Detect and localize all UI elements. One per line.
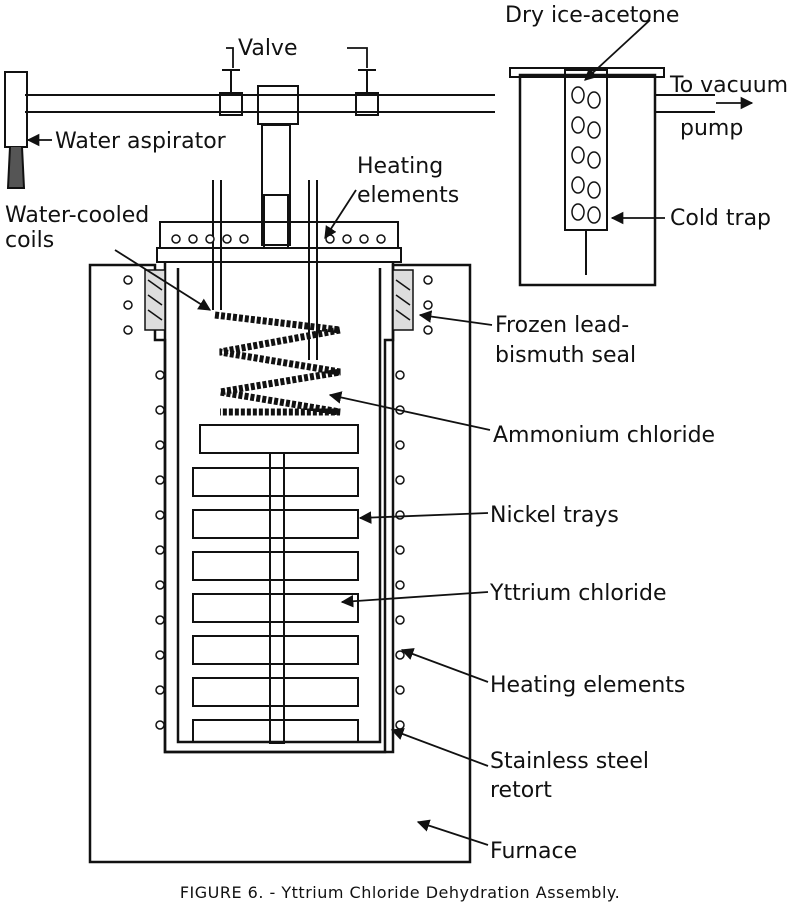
label-water-aspirator: Water aspirator [55, 129, 227, 154]
label-water-cooled-1: Water-cooled [5, 203, 149, 228]
heating-elements [123, 234, 433, 730]
nickel-trays [192, 467, 359, 743]
label-cold-trap: Cold trap [670, 206, 771, 231]
label-ammonium-chloride: Ammonium chloride [493, 423, 715, 448]
cold-trap [518, 73, 657, 287]
center-pipe-collar [263, 194, 289, 249]
header-junction [257, 85, 299, 125]
figure-caption: FIGURE 6. - Yttrium Chloride Dehydration… [180, 883, 620, 902]
label-stainless-1: Stainless steel [490, 749, 649, 774]
label-heating-top-2: elements [357, 183, 459, 208]
retort-lid [156, 247, 402, 263]
water-cooled-coils [214, 311, 341, 416]
label-heating-side: Heating elements [490, 673, 685, 698]
dry-ice-lumps [571, 86, 601, 224]
label-furnace: Furnace [490, 839, 577, 864]
label-heating-top-1: Heating [357, 154, 443, 179]
frozen-seal [144, 269, 414, 331]
label-stainless-2: retort [490, 778, 552, 803]
water-coil-pipe-left [212, 180, 222, 310]
ammonium-chloride-plate [199, 424, 359, 454]
label-valve: Valve [238, 36, 298, 61]
retort-outer-wall [163, 262, 395, 754]
label-water-cooled-2: coils [5, 228, 54, 253]
header-pipe [25, 94, 495, 113]
label-nickel-trays: Nickel trays [490, 503, 619, 528]
center-pipe [261, 124, 291, 246]
label-dry-ice-acetone: Dry ice-acetone [505, 3, 679, 28]
label-pump: pump [680, 116, 743, 141]
label-yttrium-chloride: Yttrium chloride [489, 581, 666, 606]
water-aspirator [4, 71, 28, 148]
label-frozen-seal-1: Frozen lead- [495, 313, 629, 338]
label-frozen-seal-2: bismuth seal [495, 343, 636, 368]
label-to-vacuum: To vacuum [669, 73, 788, 98]
furnace-body [88, 263, 472, 864]
